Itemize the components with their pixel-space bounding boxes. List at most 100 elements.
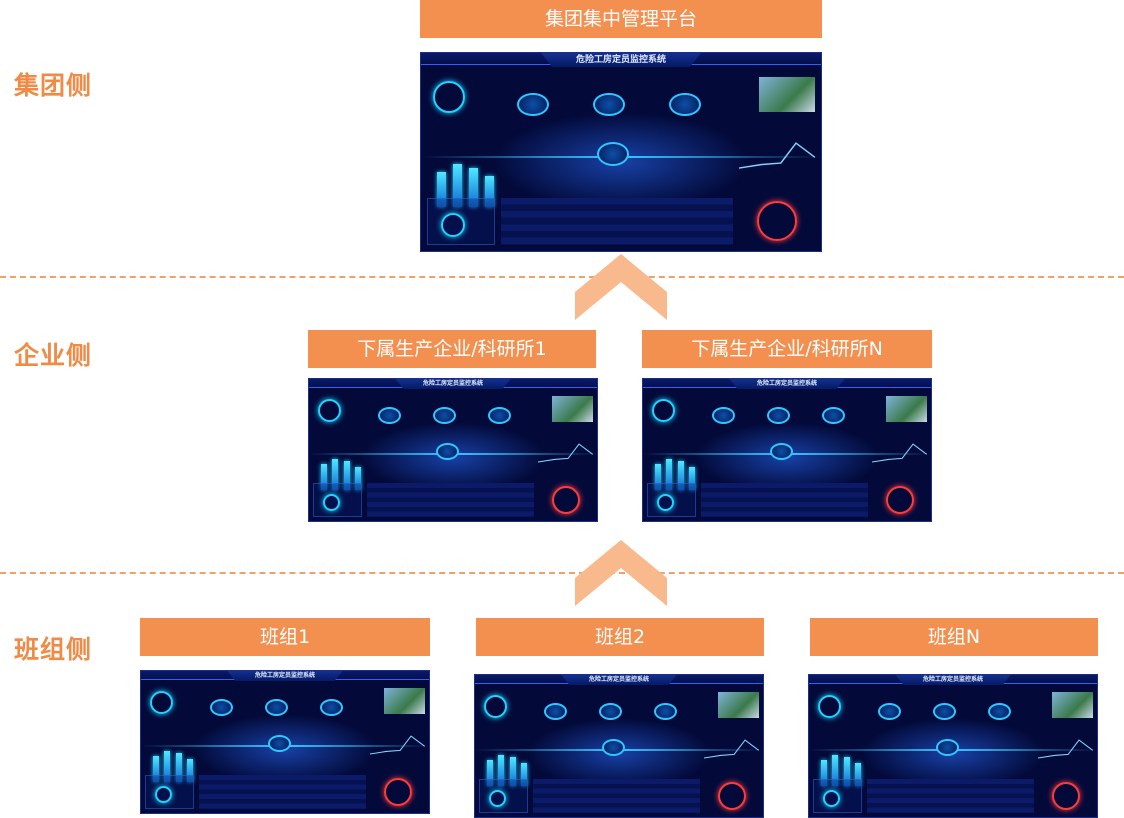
- trend-line: [739, 142, 815, 169]
- dashboard-bar: [320, 464, 327, 490]
- workshop-gauge: [712, 407, 736, 425]
- personnel-table: [532, 778, 700, 813]
- workshop-gauge: [935, 738, 959, 756]
- workshop-gauge: [597, 142, 629, 166]
- workshop-gauge: [432, 407, 456, 425]
- dashboard-bar: [820, 760, 827, 786]
- workshop-gauge: [435, 442, 459, 460]
- stats-circle: [657, 494, 675, 512]
- dashboard-bar: [666, 458, 673, 490]
- workshop-gauge: [669, 92, 701, 117]
- alarm-gauge: [383, 777, 412, 806]
- personnel-table: [366, 482, 534, 517]
- workshop-gauge: [598, 703, 622, 721]
- banner-enterprise-1: 下属生产企业/科研所1: [308, 330, 596, 368]
- alarm-gauge: [885, 485, 914, 514]
- dashboard-bar: [343, 461, 350, 490]
- trend-line: [871, 442, 927, 463]
- personnel-table: [700, 482, 868, 517]
- workshop-gauge: [210, 699, 234, 717]
- camera-snapshot: [552, 396, 593, 422]
- dashboard-bar: [654, 464, 661, 490]
- workshop-gauge: [487, 407, 511, 425]
- dashboard-screenshot-group: 危险工房定员监控系统: [420, 52, 822, 252]
- alarm-gauge: [551, 485, 580, 514]
- personnel-table: [501, 197, 733, 246]
- tier-divider-bottom: [0, 572, 1124, 574]
- workshop-gauge: [593, 92, 625, 117]
- workshop-gauge: [878, 703, 902, 721]
- workshop-gauge: [378, 407, 402, 425]
- workshop-gauge: [264, 699, 288, 717]
- up-arrow-icon: [575, 254, 667, 320]
- stats-circle: [323, 494, 341, 512]
- workshop-gauge: [544, 703, 568, 721]
- alarm-gauge: [1051, 781, 1080, 810]
- dashboard-bar: [152, 756, 159, 782]
- camera-snapshot: [718, 692, 759, 718]
- dashboard-bar: [832, 754, 839, 786]
- safety-score-gauge: [433, 80, 465, 113]
- workshop-gauge: [987, 703, 1011, 721]
- dashboard-screenshot-enterprise-n: 危险工房定员监控系统: [642, 378, 932, 522]
- dashboard-title: 危险工房定员监控系统: [895, 675, 1011, 685]
- banner-team-n: 班组N: [810, 618, 1098, 656]
- dashboard-bar: [485, 175, 494, 208]
- trend-line: [369, 734, 425, 755]
- safety-score-gauge: [651, 398, 675, 422]
- camera-snapshot: [384, 688, 425, 714]
- dashboard-screenshot-team-2: 危险工房定员监控系统: [474, 674, 764, 818]
- camera-snapshot: [1052, 692, 1093, 718]
- dashboard-screenshot-enterprise-1: 危险工房定员监控系统: [308, 378, 598, 522]
- dashboard-title: 危险工房定员监控系统: [541, 53, 701, 67]
- dashboard-bar: [355, 467, 362, 490]
- stats-circle: [441, 213, 465, 238]
- dashboard-bar: [437, 171, 446, 208]
- safety-score-gauge: [149, 690, 173, 714]
- dashboard-title: 危险工房定员监控系统: [561, 675, 677, 685]
- dashboard-bar: [521, 763, 528, 786]
- banner-team-1: 班组1: [140, 618, 430, 656]
- trend-line: [1037, 738, 1093, 759]
- dashboard-bar: [453, 163, 462, 208]
- dashboard-bar: [486, 760, 493, 786]
- dashboard-screenshot-team-n: 危险工房定员监控系统: [808, 674, 1098, 818]
- personnel-table: [866, 778, 1034, 813]
- tier-label-team: 班组侧: [14, 635, 93, 664]
- workshop-gauge: [766, 407, 790, 425]
- safety-score-gauge: [817, 694, 841, 718]
- camera-snapshot: [759, 76, 815, 113]
- banner-team-2: 班组2: [476, 618, 764, 656]
- dashboard-bar: [332, 458, 339, 490]
- data-panel: [313, 482, 363, 517]
- camera-snapshot: [886, 396, 927, 422]
- dashboard-bar: [689, 467, 696, 490]
- tier-label-group: 集团侧: [14, 71, 93, 100]
- workshop-gauge: [769, 442, 793, 460]
- trend-line: [703, 738, 759, 759]
- workshop-gauge: [267, 734, 291, 752]
- dashboard-bar: [175, 753, 182, 782]
- banner-group-platform: 集团集中管理平台: [420, 0, 822, 38]
- tier-label-enterprise: 企业侧: [14, 341, 93, 370]
- stats-circle: [155, 786, 173, 804]
- dashboard-title: 危险工房定员监控系统: [227, 671, 343, 681]
- dashboard-bar: [187, 759, 194, 782]
- workshop-gauge: [517, 92, 549, 117]
- alarm-gauge: [717, 781, 746, 810]
- safety-score-gauge: [317, 398, 341, 422]
- dashboard-title: 危险工房定员监控系统: [395, 379, 511, 389]
- dashboard-bar: [843, 757, 850, 786]
- dashboard-bar: [855, 763, 862, 786]
- workshop-gauge: [601, 738, 625, 756]
- workshop-gauge: [653, 703, 677, 721]
- up-arrow-icon: [575, 540, 667, 606]
- trend-line: [537, 442, 593, 463]
- dashboard-screenshot-team-1: 危险工房定员监控系统: [140, 670, 430, 814]
- tier-divider-top: [0, 276, 1124, 278]
- stats-circle: [489, 790, 507, 808]
- safety-score-gauge: [483, 694, 507, 718]
- alarm-gauge: [757, 201, 797, 242]
- dashboard-bar: [509, 757, 516, 786]
- dashboard-bar: [164, 750, 171, 782]
